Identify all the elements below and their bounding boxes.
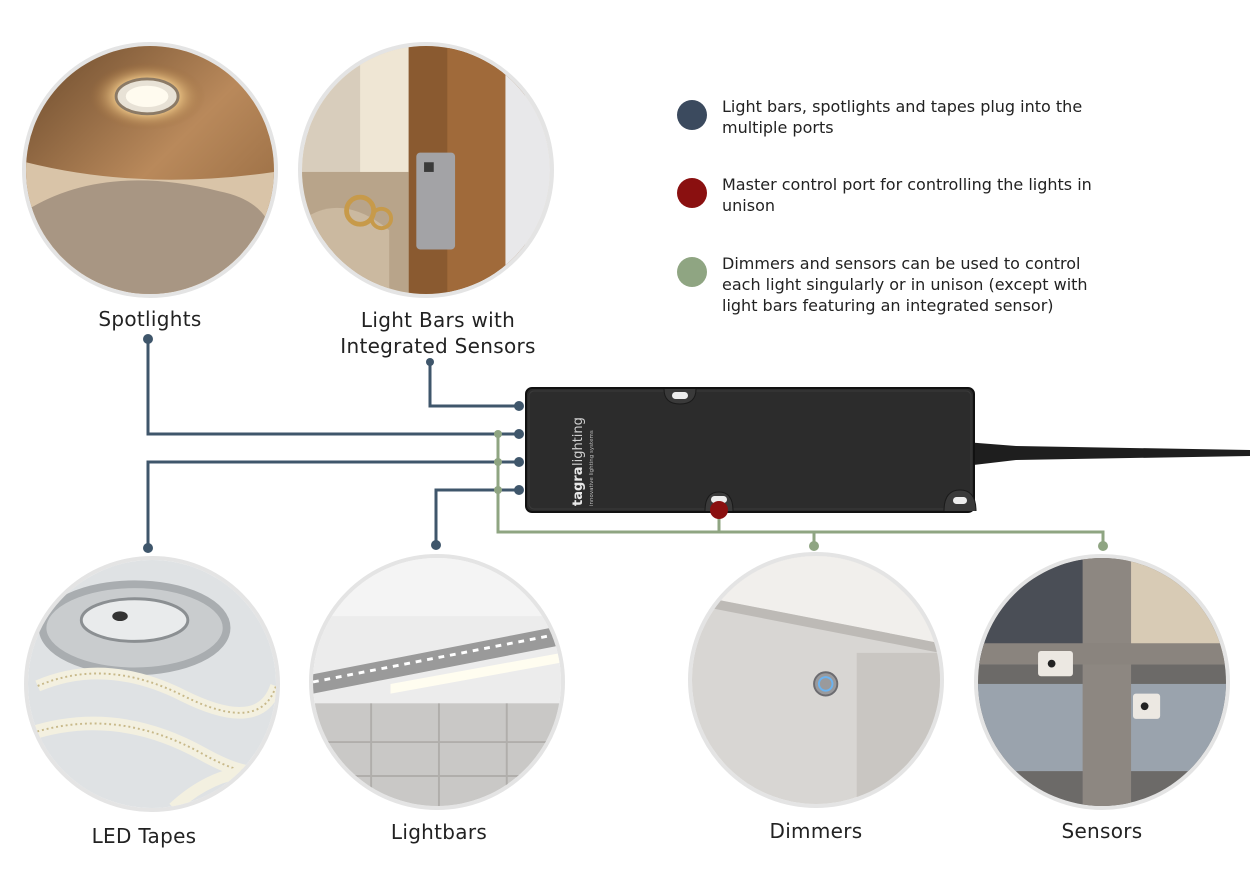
- led-tapes-label: LED Tapes: [91, 824, 197, 848]
- light-bars-sensors-wire: [428, 362, 518, 408]
- spotlights-photo: [22, 42, 278, 298]
- sensors-wire-end: [1098, 541, 1108, 551]
- control-box: [525, 387, 975, 513]
- sensors-label: Sensors: [1061, 819, 1143, 843]
- legend-text-master: Master control port for controlling the …: [722, 175, 1092, 215]
- legend-item-master: Master control port for controlling the …: [677, 175, 1117, 216]
- sensors-photo: [974, 554, 1230, 810]
- master-dot-icon: [677, 178, 707, 208]
- light-bars-sensors-photo: [298, 42, 554, 298]
- dimmers-dot-icon: [677, 257, 707, 287]
- lightbars-label: Lightbars: [390, 820, 488, 844]
- light-bars-wire-end: [426, 358, 434, 366]
- port-3: [514, 457, 524, 467]
- legend-text-ports: Light bars, spotlights and tapes plug in…: [722, 97, 1083, 137]
- led-tapes-photo: [24, 556, 280, 812]
- spotlights-wire: [146, 340, 518, 436]
- port-4: [514, 485, 524, 495]
- spotlights-label: Spotlights: [98, 307, 202, 331]
- light-bars-sensors-label-line1: Light Bars with: [360, 308, 516, 332]
- legend-item-dimmers: Dimmers and sensors can be used to contr…: [677, 254, 1117, 316]
- brand-b: lighting: [571, 417, 586, 466]
- port-2: [514, 429, 524, 439]
- port-wires: [146, 340, 518, 548]
- dimmers-wire-end: [809, 541, 819, 551]
- legend-item-ports: Light bars, spotlights and tapes plug in…: [677, 97, 1117, 138]
- led-tapes-wire: [146, 460, 518, 548]
- lightbars-wire-end: [431, 540, 441, 550]
- spotlights-wire-end: [143, 334, 153, 344]
- power-cable: [965, 442, 1250, 466]
- ports-dot-icon: [677, 100, 707, 130]
- brand-tagline: innovative lighting systems: [589, 430, 595, 506]
- lightbars-photo: [309, 554, 565, 810]
- dimmers-label: Dimmers: [769, 819, 863, 843]
- dimmers-photo: [688, 552, 944, 808]
- light-bars-sensors-label-line2: Integrated Sensors: [340, 334, 536, 358]
- port-1: [514, 401, 524, 411]
- lightbars-wire: [434, 488, 518, 545]
- legend-text-dimmers: Dimmers and sensors can be used to contr…: [722, 254, 1088, 315]
- device-brand: tagra lighting innovative lighting syste…: [571, 417, 595, 506]
- led-tapes-wire-end: [143, 543, 153, 553]
- brand-a: tagra: [571, 467, 586, 506]
- master-control-port: [710, 501, 728, 519]
